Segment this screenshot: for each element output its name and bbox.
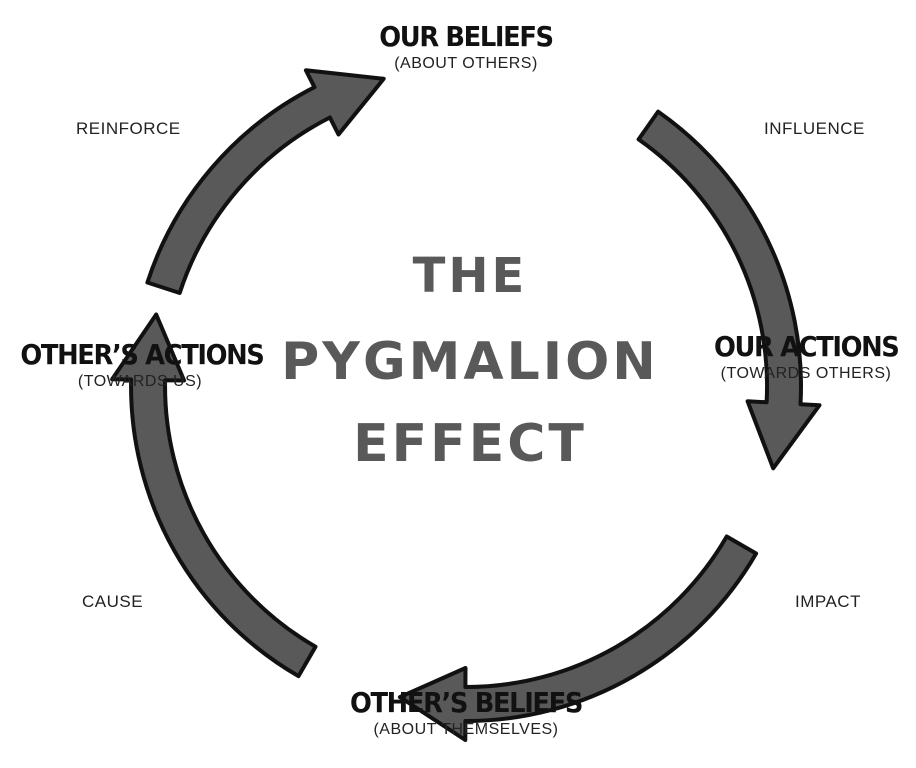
node-title: OTHER’S ACTIONS — [20, 338, 264, 371]
arrow-reinforce — [145, 68, 386, 295]
node-title: OUR BELIEFS — [379, 20, 554, 53]
arrow-influence — [636, 109, 822, 471]
center-title-line3: EFFECT — [353, 414, 587, 474]
center-title-line1: THE — [412, 248, 528, 304]
node-others-actions: OTHER’S ACTIONS (TOWARDS US) — [10, 338, 270, 392]
node-title: OUR ACTIONS — [714, 330, 900, 363]
node-our-beliefs: OUR BELIEFS (ABOUT OTHERS) — [366, 20, 566, 74]
edge-label-influence: INFLUENCE — [764, 119, 865, 138]
arrow-cause — [110, 312, 318, 679]
edge-label-reinforce: REINFORCE — [76, 119, 181, 138]
center-title-line2: PYGMALION — [281, 332, 659, 392]
edge-label-impact: IMPACT — [795, 592, 861, 611]
edge-label-cause: CAUSE — [82, 592, 144, 611]
node-subtitle: (TOWARDS OTHERS) — [720, 365, 892, 382]
node-subtitle: (TOWARDS US) — [77, 373, 203, 390]
node-others-beliefs: OTHER’S BELIEFS (ABOUT THEMSELVES) — [336, 686, 596, 740]
node-subtitle: (ABOUT OTHERS) — [394, 55, 538, 72]
node-title: OTHER’S BELIEFS — [349, 686, 583, 719]
node-our-actions: OUR ACTIONS (TOWARDS OTHERS) — [706, 330, 906, 384]
arrow-impact — [397, 534, 759, 742]
node-subtitle: (ABOUT THEMSELVES) — [373, 721, 559, 738]
